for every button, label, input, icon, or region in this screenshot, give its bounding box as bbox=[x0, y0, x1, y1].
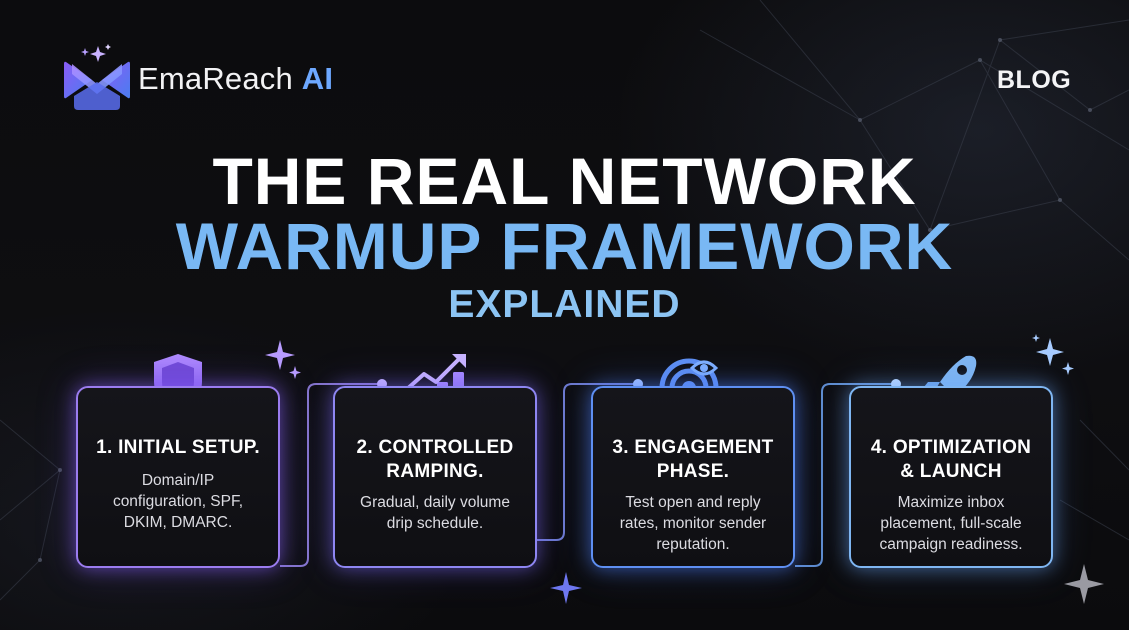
step-description-line: rates, monitor sender bbox=[619, 515, 767, 532]
step-description-line: Domain/IP bbox=[141, 472, 215, 489]
step-description: Maximize inbox placement, full-scale cam… bbox=[859, 492, 1043, 555]
brand-name-text: EmaReach bbox=[138, 61, 293, 96]
step-description: Test open and reply rates, monitor sende… bbox=[601, 492, 785, 555]
sparkle-icon bbox=[265, 340, 301, 379]
sparkle-icon bbox=[1064, 564, 1104, 604]
step-title: 2. CONTROLLED RAMPING. bbox=[335, 436, 535, 484]
step-title-line-2: RAMPING. bbox=[386, 461, 484, 482]
step-description-line: configuration, SPF, bbox=[112, 493, 244, 510]
brand-logo[interactable]: EmaReach AI bbox=[62, 44, 333, 114]
step-description-line: Gradual, daily volume bbox=[360, 494, 510, 511]
blog-tag[interactable]: BLOG bbox=[997, 66, 1072, 94]
step-card-initial-setup: 1. INITIAL SETUP. Domain/IP configuratio… bbox=[76, 386, 280, 568]
brand-suffix: AI bbox=[301, 61, 334, 96]
step-title-line-1: 1. INITIAL SETUP. bbox=[96, 437, 260, 458]
step-description-line: DKIM, DMARC. bbox=[123, 514, 233, 531]
step-description-line: drip schedule. bbox=[386, 515, 484, 532]
step-description-line: campaign readiness. bbox=[879, 536, 1023, 553]
headline-line-1: THE REAL NETWORK bbox=[212, 144, 917, 218]
step-description-line: placement, full-scale bbox=[880, 515, 1022, 532]
step-title-line-2: PHASE. bbox=[656, 461, 730, 482]
step-title: 3. ENGAGEMENT PHASE. bbox=[593, 436, 793, 484]
step-title: 1. INITIAL SETUP. bbox=[78, 436, 278, 460]
step-title-line-2: & LAUNCH bbox=[900, 461, 1002, 482]
step-description: Gradual, daily volume drip schedule. bbox=[343, 492, 527, 534]
step-card-engagement-phase: 3. ENGAGEMENT PHASE. Test open and reply… bbox=[591, 386, 795, 568]
step-title-line-1: 2. CONTROLLED bbox=[356, 437, 514, 458]
brand-name: EmaReach AI bbox=[138, 61, 333, 97]
step-description-line: Maximize inbox bbox=[897, 494, 1005, 511]
headline-line-2: WARMUP FRAMEWORK bbox=[175, 209, 954, 283]
step-card-optimization-launch: 4. OPTIMIZATION & LAUNCH Maximize inbox … bbox=[849, 386, 1053, 568]
step-description-line: Test open and reply bbox=[625, 494, 761, 511]
step-description-line: reputation. bbox=[656, 536, 730, 553]
headline-line-3: EXPLAINED bbox=[448, 283, 681, 326]
sparkle-icon bbox=[550, 572, 582, 604]
step-title-line-1: 3. ENGAGEMENT bbox=[612, 437, 774, 458]
emareach-logo-icon bbox=[62, 44, 132, 114]
step-title-line-1: 4. OPTIMIZATION bbox=[870, 437, 1032, 458]
step-card-controlled-ramping: 2. CONTROLLED RAMPING. Gradual, daily vo… bbox=[333, 386, 537, 568]
sparkle-icon bbox=[1032, 334, 1074, 375]
step-description: Domain/IP configuration, SPF, DKIM, DMAR… bbox=[86, 470, 270, 533]
step-title: 4. OPTIMIZATION & LAUNCH bbox=[851, 436, 1051, 484]
